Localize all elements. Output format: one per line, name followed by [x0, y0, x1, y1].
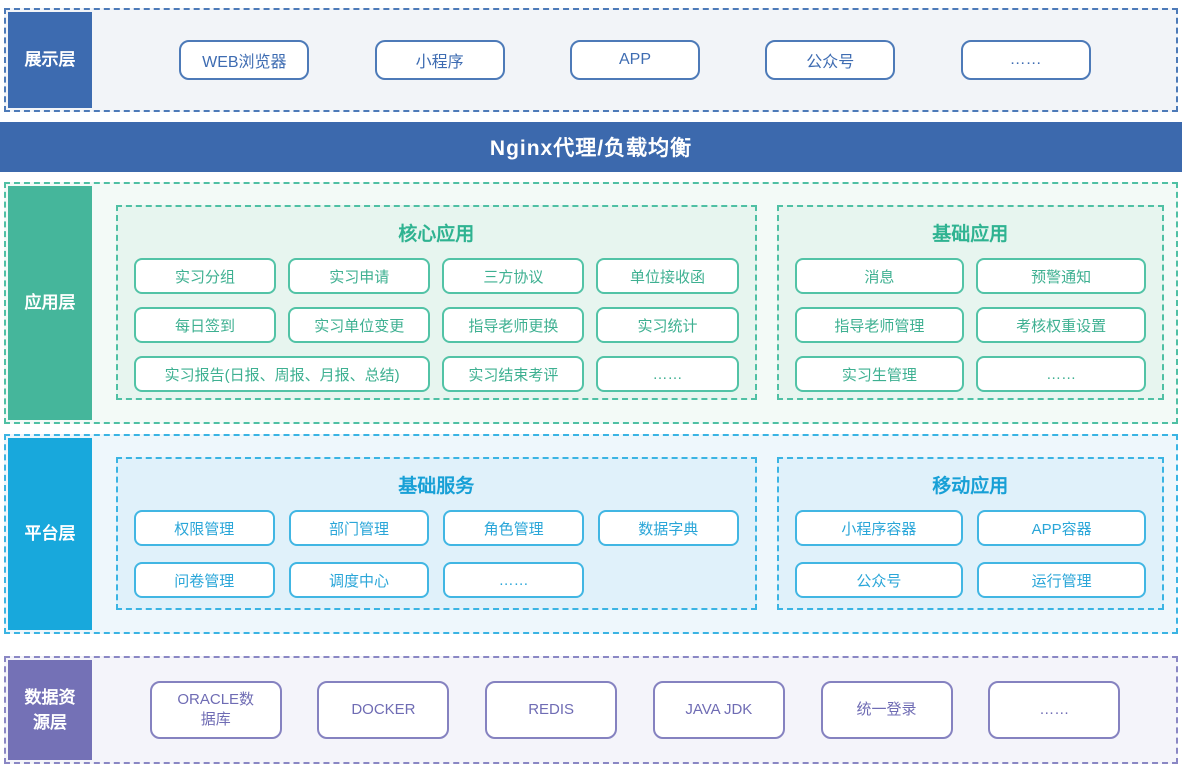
platform-layer: 平台层 基础服务 权限管理 部门管理 角色管理 数据字典 问卷管理 调度中心 ……: [4, 434, 1178, 634]
core-app-item: 三方协议: [442, 258, 584, 294]
basic-app-item: 实习生管理: [795, 356, 965, 392]
core-app-item: 指导老师更换: [442, 307, 584, 343]
data-resource-item: JAVA JDK: [653, 681, 785, 739]
service-item: 数据字典: [598, 510, 739, 546]
mobile-apps-title: 移动应用: [795, 471, 1146, 498]
service-item: 问卷管理: [134, 562, 275, 598]
core-app-item: 每日签到: [134, 307, 276, 343]
presentation-items: WEB浏览器 小程序 APP 公众号 ……: [94, 10, 1176, 110]
basic-app-item: 考核权重设置: [976, 307, 1146, 343]
basic-app-item: 预警通知: [976, 258, 1146, 294]
platform-groups: 基础服务 权限管理 部门管理 角色管理 数据字典 问卷管理 调度中心 …… 移动…: [94, 436, 1176, 632]
mobile-item: 运行管理: [977, 562, 1146, 598]
presentation-item: WEB浏览器: [179, 40, 309, 80]
presentation-item: 小程序: [375, 40, 505, 80]
basic-app-item: 指导老师管理: [795, 307, 965, 343]
basic-services-title: 基础服务: [134, 471, 739, 498]
data-resource-item: ORACLE数据库: [150, 681, 282, 739]
mobile-item: 小程序容器: [795, 510, 964, 546]
core-app-item: 实习统计: [596, 307, 738, 343]
basic-services-group: 基础服务 权限管理 部门管理 角色管理 数据字典 问卷管理 调度中心 ……: [116, 457, 757, 610]
basic-app-item: ……: [976, 356, 1146, 392]
basic-apps-group: 基础应用 消息 预警通知 指导老师管理 考核权重设置 实习生管理 ……: [777, 205, 1164, 400]
core-app-item: 单位接收函: [596, 258, 738, 294]
core-app-item: ……: [596, 356, 738, 392]
mobile-item: APP容器: [977, 510, 1146, 546]
data-resource-layer-label: 数据资源层: [8, 660, 92, 760]
presentation-layer: 展示层 WEB浏览器 小程序 APP 公众号 ……: [4, 8, 1178, 112]
basic-apps-grid: 消息 预警通知 指导老师管理 考核权重设置 实习生管理 ……: [795, 258, 1146, 392]
presentation-item: 公众号: [765, 40, 895, 80]
data-resource-layer: 数据资源层 ORACLE数据库 DOCKER REDIS JAVA JDK 统一…: [4, 656, 1178, 764]
data-resource-item: REDIS: [485, 681, 617, 739]
service-item: ……: [443, 562, 584, 598]
mobile-item: 公众号: [795, 562, 964, 598]
core-apps-grid: 实习分组 实习申请 三方协议 单位接收函 每日签到 实习单位变更 指导老师更换 …: [134, 258, 739, 392]
core-app-item: 实习单位变更: [288, 307, 430, 343]
mobile-apps-grid: 小程序容器 APP容器 公众号 运行管理: [795, 510, 1146, 598]
presentation-layer-label: 展示层: [8, 12, 92, 108]
core-apps-title: 核心应用: [134, 219, 739, 246]
application-groups: 核心应用 实习分组 实习申请 三方协议 单位接收函 每日签到 实习单位变更 指导…: [94, 184, 1176, 422]
nginx-load-balancer-bar: Nginx代理/负载均衡: [0, 122, 1182, 172]
data-resource-item: 统一登录: [821, 681, 953, 739]
core-app-item: 实习申请: [288, 258, 430, 294]
application-layer: 应用层 核心应用 实习分组 实习申请 三方协议 单位接收函 每日签到 实习单位变…: [4, 182, 1178, 424]
data-resource-item: DOCKER: [317, 681, 449, 739]
basic-services-grid: 权限管理 部门管理 角色管理 数据字典 问卷管理 调度中心 ……: [134, 510, 739, 598]
service-item: 调度中心: [289, 562, 430, 598]
basic-app-item: 消息: [795, 258, 965, 294]
data-resource-items: ORACLE数据库 DOCKER REDIS JAVA JDK 统一登录 ……: [94, 658, 1176, 762]
service-item: 角色管理: [443, 510, 584, 546]
core-apps-group: 核心应用 实习分组 实习申请 三方协议 单位接收函 每日签到 实习单位变更 指导…: [116, 205, 757, 400]
platform-layer-label: 平台层: [8, 438, 92, 630]
core-app-item: 实习报告(日报、周报、月报、总结): [134, 356, 430, 392]
core-app-item: 实习分组: [134, 258, 276, 294]
core-app-item: 实习结束考评: [442, 356, 584, 392]
presentation-item: APP: [570, 40, 700, 80]
service-item: 权限管理: [134, 510, 275, 546]
mobile-apps-group: 移动应用 小程序容器 APP容器 公众号 运行管理: [777, 457, 1164, 610]
application-layer-label: 应用层: [8, 186, 92, 420]
presentation-item: ……: [961, 40, 1091, 80]
service-item: 部门管理: [289, 510, 430, 546]
basic-apps-title: 基础应用: [795, 219, 1146, 246]
data-resource-item: ……: [988, 681, 1120, 739]
